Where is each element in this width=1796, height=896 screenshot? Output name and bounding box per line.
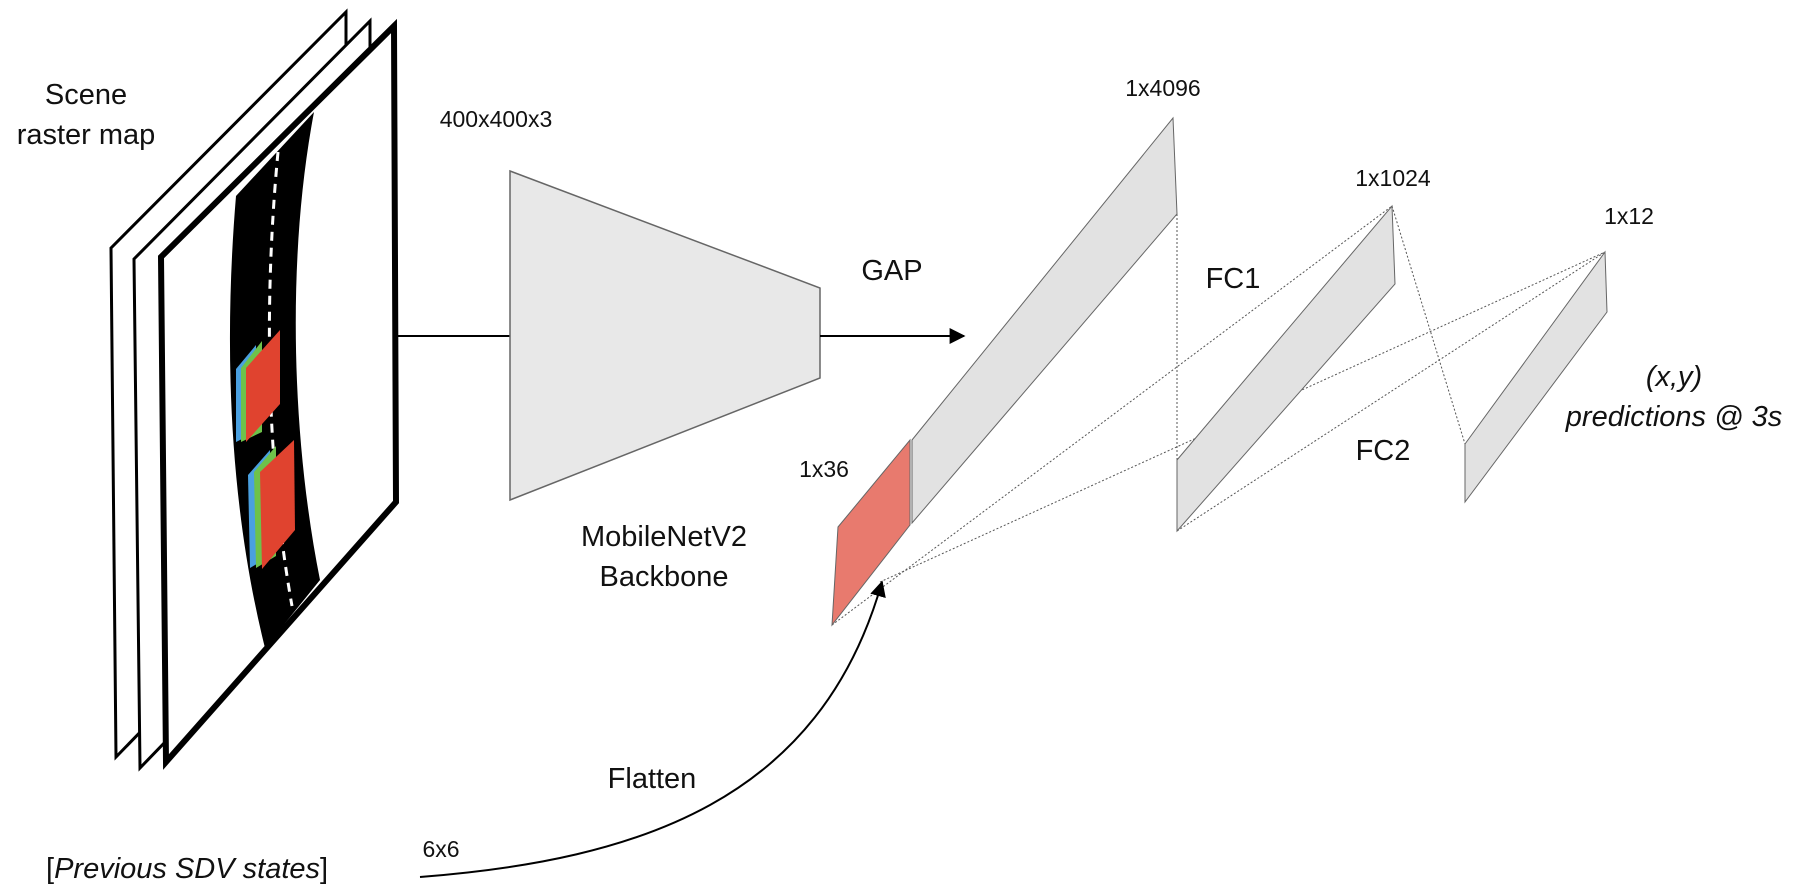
prediction-label-line1: (x,y) [1646, 361, 1702, 393]
layer-1x12 [1464, 250, 1608, 504]
agent-box-upper [236, 330, 280, 442]
backbone-label-line1: MobileNetV2 [581, 521, 747, 553]
dims-36-label: 1x36 [799, 456, 849, 482]
fc2-label: FC2 [1356, 435, 1411, 467]
previous-states-label: [Previous SDV states] [46, 853, 328, 885]
layer-1x36 [831, 438, 911, 627]
dims-1024-label: 1x1024 [1355, 165, 1431, 191]
previous-states-text: Previous SDV states [54, 853, 320, 885]
layer-1x1024 [1176, 204, 1396, 533]
agent-box-lower [248, 440, 295, 569]
previous-states-close-bracket: ] [320, 853, 328, 885]
flatten-label: Flatten [608, 763, 697, 795]
layer-1x4096 [911, 116, 1178, 525]
scene-label-line2: raster map [17, 119, 156, 151]
scene-raster-stack [109, 8, 400, 772]
prediction-label-line2: predictions @ 3s [1565, 401, 1782, 433]
flatten-arrow [419, 580, 886, 878]
dims-4096-label: 1x4096 [1125, 75, 1200, 101]
fc1-label: FC1 [1206, 263, 1261, 295]
previous-states-open-bracket: [ [46, 853, 54, 885]
dims-6x6-label: 6x6 [422, 836, 459, 862]
backbone-trapezoid [509, 169, 821, 502]
dims-12-label: 1x12 [1604, 203, 1654, 229]
gap-label: GAP [861, 255, 922, 287]
backbone-label-line2: Backbone [600, 561, 729, 593]
input-dims-label: 400x400x3 [440, 106, 553, 132]
scene-label-line1: Scene [45, 79, 127, 111]
